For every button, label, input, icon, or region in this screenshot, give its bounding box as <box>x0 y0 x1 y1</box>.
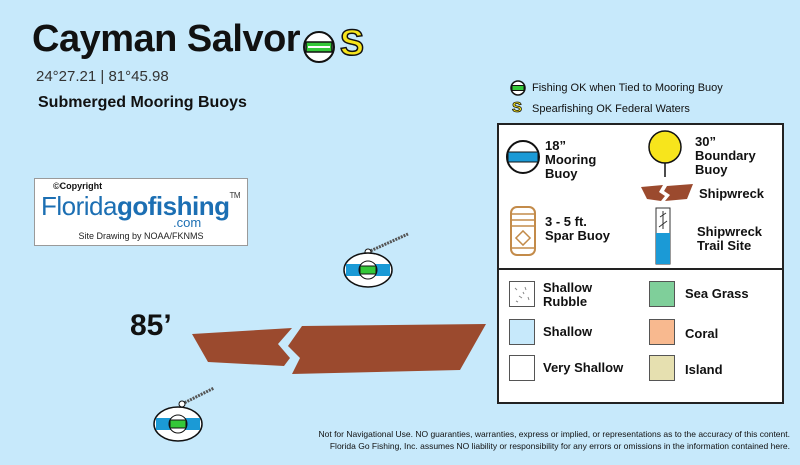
logo-dotcom: .com <box>173 215 202 230</box>
logo-brand-part2: gofishing <box>116 191 230 221</box>
rubble-line-1: Shallow <box>543 280 593 295</box>
mooring-buoy-symbol-icon <box>506 140 540 174</box>
legend-very-shallow: Very Shallow <box>543 360 624 375</box>
floridagofishing-logo: ©Copyright FloridagofishingTM .com Site … <box>34 178 248 246</box>
legend-divider <box>499 268 782 270</box>
boundary-buoy-icon <box>648 130 682 177</box>
legend-trail-site: Shipwreck Trail Site <box>697 225 762 253</box>
logo-copyright: ©Copyright <box>53 181 103 191</box>
legend-shallow: Shallow <box>543 324 593 339</box>
logo-trademark: TM <box>229 191 241 200</box>
rubble-line-2: Rubble <box>543 294 588 309</box>
swatch-very-shallow <box>509 355 535 381</box>
swatch-coral <box>649 319 675 345</box>
mooring-line-1: 18” <box>545 138 566 153</box>
shipwreck-icon <box>641 184 693 201</box>
legend-shipwreck: Shipwreck <box>699 186 765 201</box>
icon-legend-spearfishing: Spearfishing OK Federal Waters <box>532 103 690 115</box>
legend-box: 18” Mooring Buoy 30” Boundary Buoy Shipw… <box>497 123 784 404</box>
rubble-pattern-icon <box>514 286 530 303</box>
spar-line-1: 3 - 5 ft. <box>545 214 587 229</box>
logo-brand-part1: Florida <box>41 191 117 221</box>
logo-brand: FloridagofishingTM <box>41 191 241 222</box>
boundary-line-3: Buoy <box>695 162 728 177</box>
icon-legend-fishing: Fishing OK when Tied to Mooring Buoy <box>532 82 723 94</box>
spar-line-2: Spar Buoy <box>545 228 611 243</box>
swatch-shallow-rubble <box>509 281 535 307</box>
legend-island: Island <box>685 362 723 377</box>
depth-label: 85’ <box>130 309 172 342</box>
spearfishing-letter-small: S <box>512 99 523 117</box>
legend-mooring-buoy: 18” Mooring Buoy <box>545 139 596 181</box>
swatch-sea-grass <box>649 281 675 307</box>
map-title: Cayman Salvor <box>32 18 301 61</box>
disclaimer-line-2: Florida Go Fishing, Inc. assumes NO liab… <box>329 441 790 451</box>
mooring-line-3: Buoy <box>545 166 578 181</box>
title-text: Cayman Salvor <box>32 18 301 60</box>
subtitle: Submerged Mooring Buoys <box>38 94 247 111</box>
shipwreck-site <box>192 324 486 374</box>
mooring-buoy-marker-lower[interactable] <box>148 386 228 446</box>
trail-line-1: Shipwreck <box>697 224 763 239</box>
legend-coral: Coral <box>685 326 719 341</box>
mooring-buoy-icon <box>303 31 335 63</box>
disclaimer-line-1: Not for Navigational Use. NO guaranties,… <box>318 429 790 439</box>
spar-buoy-icon <box>510 206 536 256</box>
legend-spar-buoy: 3 - 5 ft. Spar Buoy <box>545 215 610 243</box>
logo-credit: Site Drawing by NOAA/FKNMS <box>78 231 204 241</box>
swatch-island <box>649 355 675 381</box>
legend-sea-grass: Sea Grass <box>685 286 749 301</box>
legend-boundary-buoy: 30” Boundary Buoy <box>695 135 756 177</box>
trail-site-icon <box>655 207 671 265</box>
swatch-shallow <box>509 319 535 345</box>
boundary-line-1: 30” <box>695 134 716 149</box>
spearfishing-letter: S <box>339 21 365 64</box>
boundary-line-2: Boundary <box>695 148 756 163</box>
spearfishing-s-icon: S <box>512 99 523 117</box>
mooring-line-2: Mooring <box>545 152 597 167</box>
trail-line-2: Trail Site <box>697 238 752 253</box>
legend-shallow-rubble: Shallow Rubble <box>543 281 592 309</box>
spearfishing-s-icon: S <box>339 21 365 64</box>
mooring-buoy-marker-upper[interactable] <box>340 230 420 290</box>
coordinates: 24°27.21 | 81°45.98 <box>36 68 169 85</box>
disclaimer: Not for Navigational Use. NO guaranties,… <box>210 428 790 452</box>
mooring-buoy-icon <box>510 80 526 96</box>
